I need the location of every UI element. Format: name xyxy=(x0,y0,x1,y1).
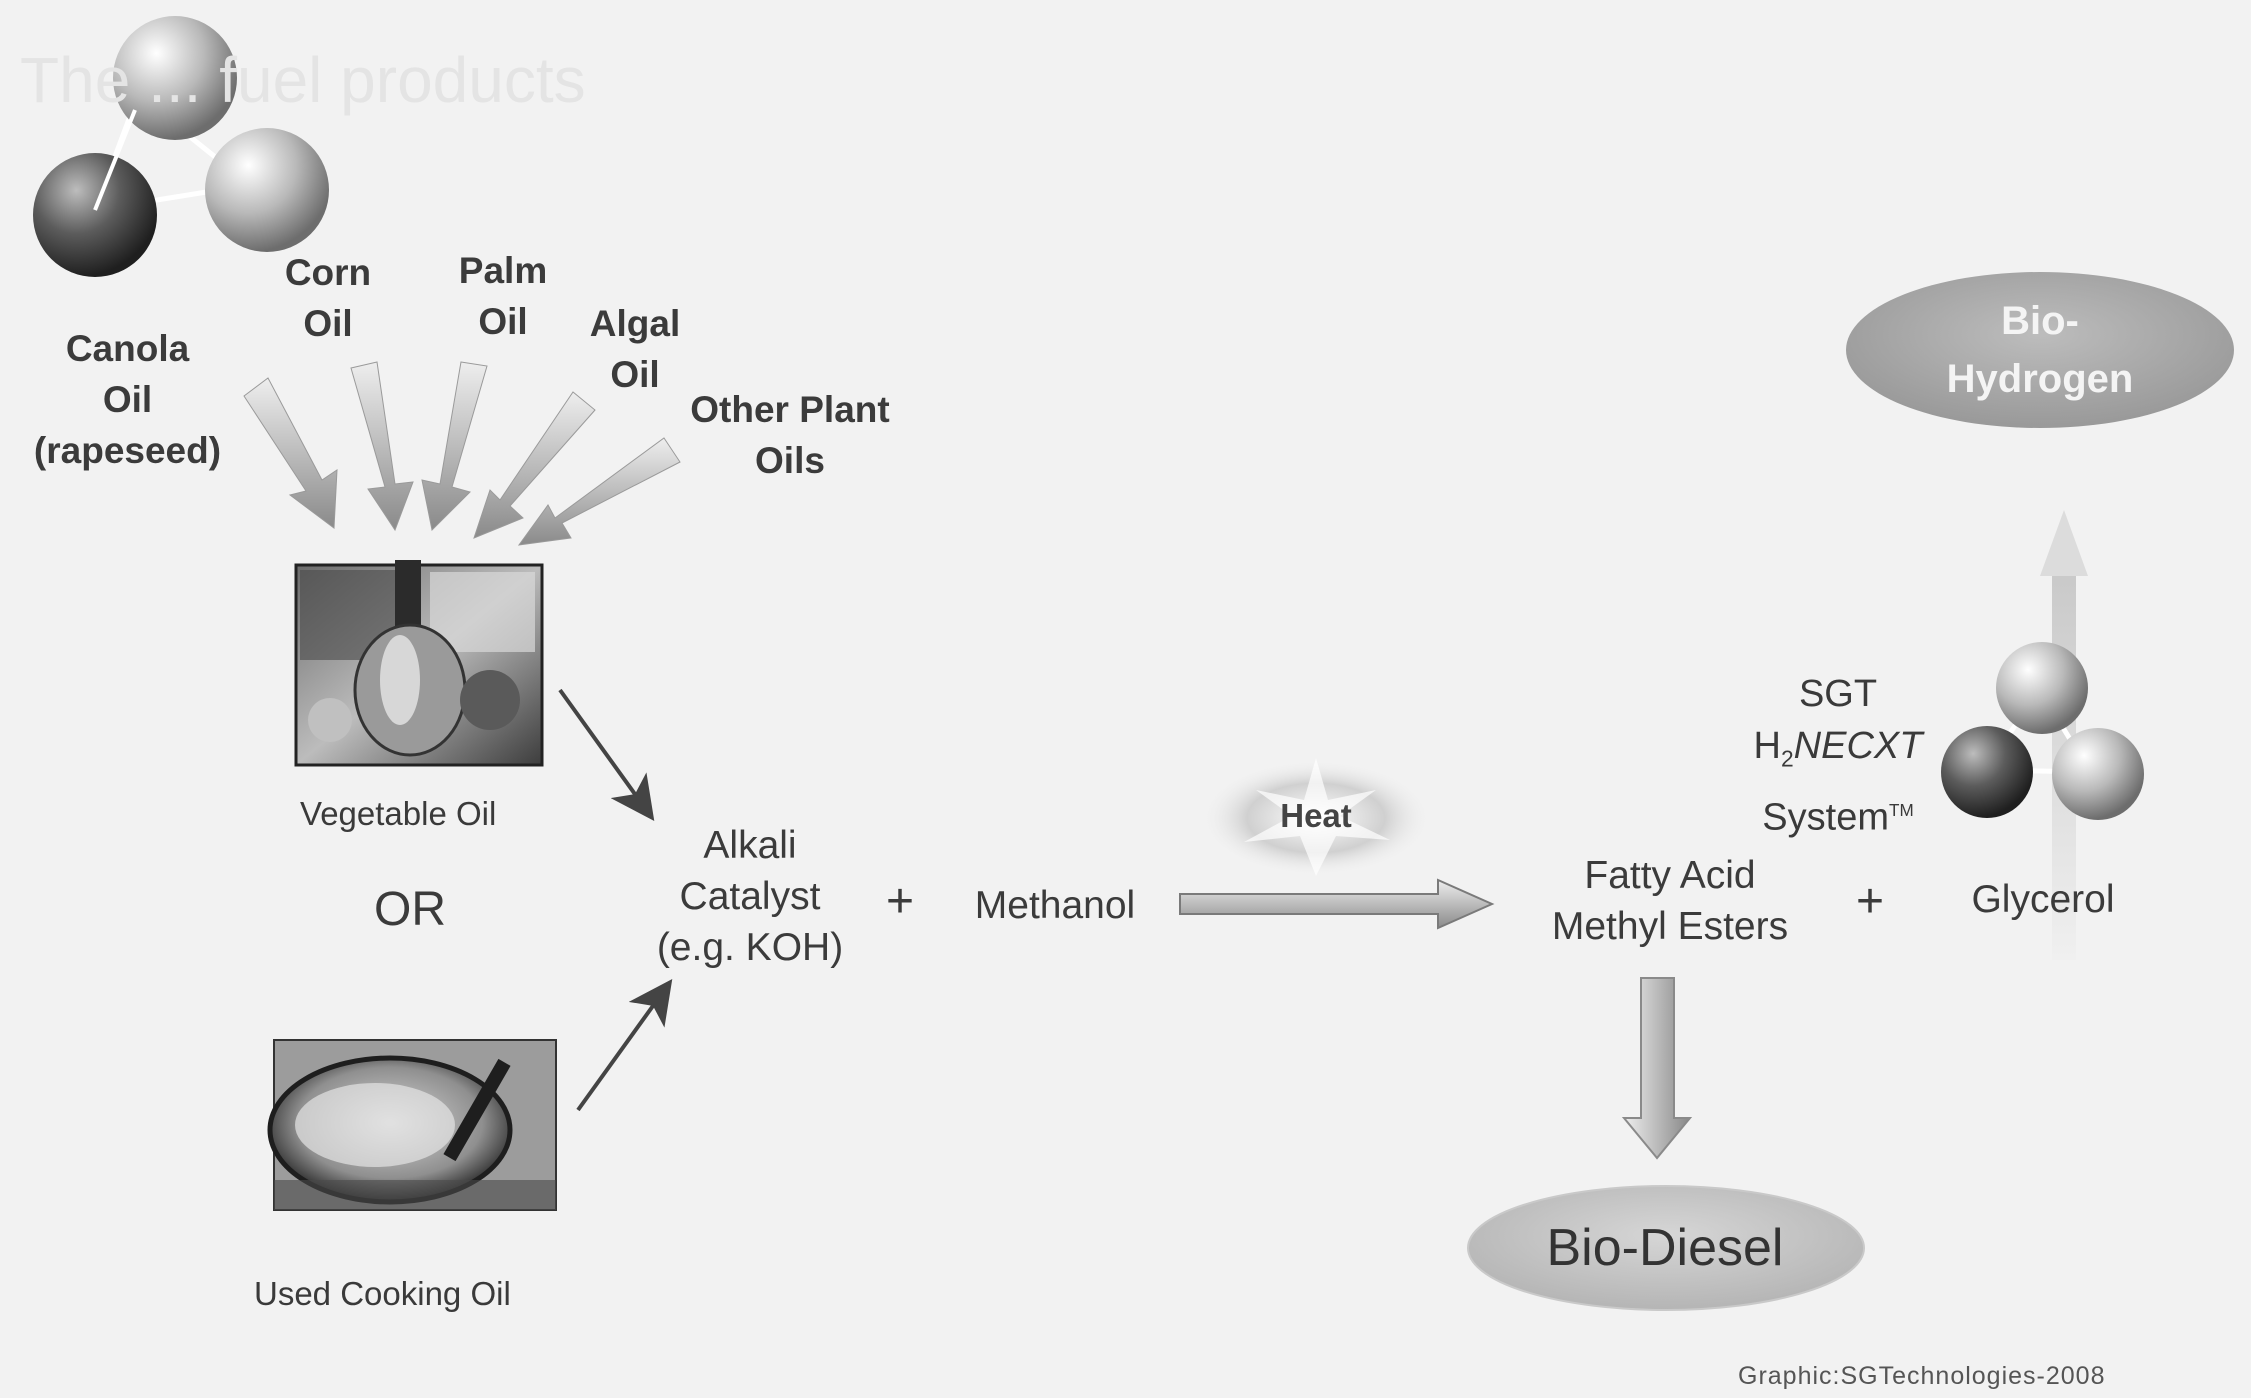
molecule-icon-right xyxy=(1941,642,2144,820)
used-cooking-oil-photo xyxy=(270,1040,556,1210)
palm-arrow xyxy=(422,362,487,530)
catalyst-label: Alkali Catalyst (e.g. KOH) xyxy=(630,820,870,973)
system-line-1: SGT xyxy=(1728,668,1948,720)
graphic-credit: Graphic:SGTechnologies-2008 xyxy=(1738,1362,2105,1391)
or-label: OR xyxy=(340,880,480,940)
vegetable-oil-photo xyxy=(296,560,542,765)
algal-arrow xyxy=(474,392,595,538)
corn-arrow xyxy=(351,362,413,530)
system-line-3: SystemTM xyxy=(1728,785,1948,844)
bio-hydrogen-label: Bio- Hydrogen xyxy=(1860,292,2220,408)
vegetable-oil-caption: Vegetable Oil xyxy=(300,795,496,833)
other-plant-oils-label: Other Plant Oils xyxy=(660,384,920,486)
heat-label: Heat xyxy=(1256,790,1376,841)
plus-sign-1: + xyxy=(870,876,930,927)
reaction-arrow xyxy=(1180,880,1492,928)
fame-to-biodiesel-arrow xyxy=(1624,978,1690,1158)
canola-oil-label: Canola Oil (rapeseed) xyxy=(0,323,255,476)
corn-oil-label: Corn Oil xyxy=(248,247,408,349)
glycerol-label: Glycerol xyxy=(1938,874,2148,925)
plus-sign-2: + xyxy=(1840,876,1900,927)
faded-heading: The ... fuel products xyxy=(20,40,920,120)
system-line-2: H2NECXT​ xyxy=(1728,720,1948,785)
palm-oil-label: Palm Oil xyxy=(428,245,578,347)
used-oil-to-catalyst-arrow xyxy=(578,985,668,1110)
bio-diesel-label: Bio-Diesel xyxy=(1470,1218,1860,1278)
sgt-system-label: SGT H2NECXT​ SystemTM xyxy=(1728,668,1948,843)
veg-oil-to-catalyst-arrow xyxy=(560,690,650,815)
canola-arrow xyxy=(244,378,337,528)
methanol-label: Methanol xyxy=(945,880,1165,931)
used-cooking-oil-caption: Used Cooking Oil xyxy=(254,1275,511,1313)
fatty-acid-methyl-esters-label: Fatty Acid Methyl Esters xyxy=(1500,850,1840,952)
